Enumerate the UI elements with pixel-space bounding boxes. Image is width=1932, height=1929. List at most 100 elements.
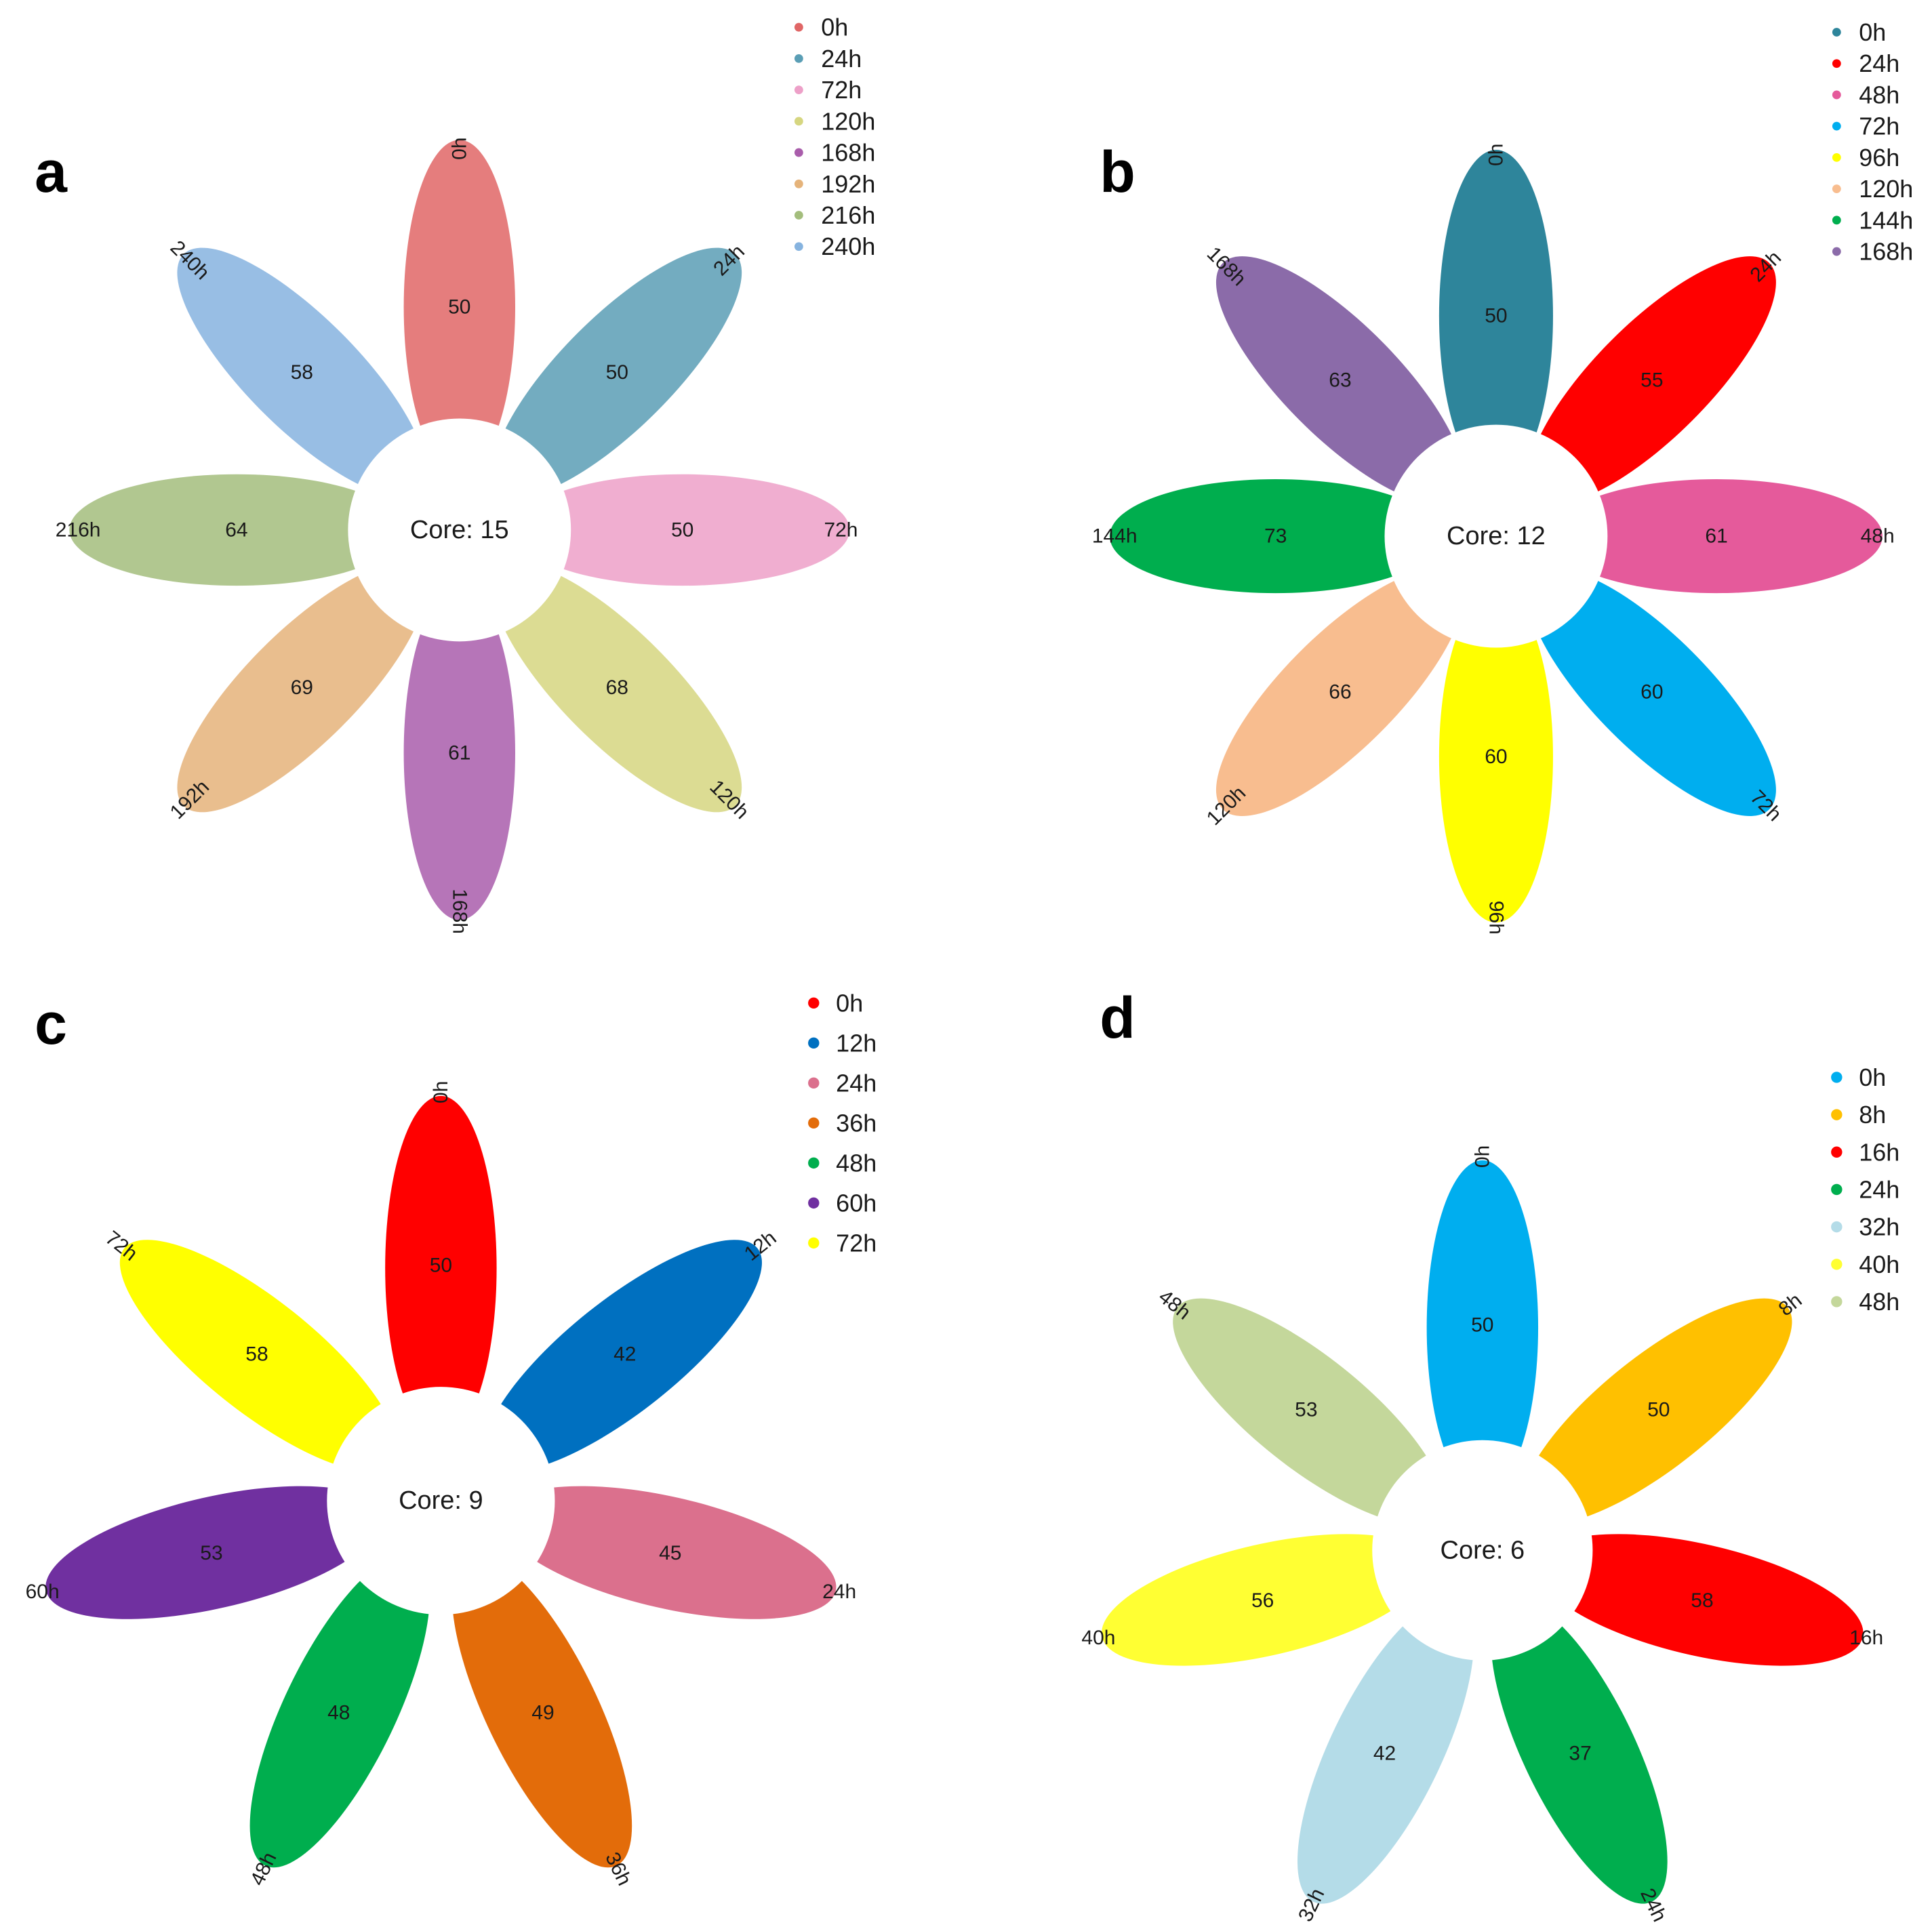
legend-marker xyxy=(808,1197,820,1209)
panel-letter: a xyxy=(35,140,68,205)
legend-marker xyxy=(808,1077,820,1089)
core-circle xyxy=(1372,1440,1593,1661)
petal-value: 61 xyxy=(1705,525,1727,548)
petal-96h xyxy=(1438,590,1553,923)
legend-marker xyxy=(794,242,803,251)
legend-marker xyxy=(1832,184,1841,193)
core-circle xyxy=(327,1387,555,1615)
petal-0h xyxy=(385,1095,497,1440)
petal-value: 42 xyxy=(613,1343,636,1365)
legend-label: 72h xyxy=(1859,113,1899,140)
legend-label: 36h xyxy=(836,1109,877,1137)
legend-label: 48h xyxy=(1859,81,1899,108)
petal-label-0h: 0h xyxy=(448,138,470,160)
petal-value: 58 xyxy=(245,1343,268,1365)
petal-value: 56 xyxy=(1251,1589,1274,1612)
petal-value: 53 xyxy=(200,1542,222,1564)
petal-value: 73 xyxy=(1264,525,1287,548)
petal-24h xyxy=(492,247,742,498)
petal-72h xyxy=(119,1240,398,1471)
legend-marker xyxy=(1832,247,1841,256)
petal-0h xyxy=(403,140,515,474)
legend-marker xyxy=(794,211,803,220)
legend-label: 48h xyxy=(836,1149,877,1177)
core-label: Core: 9 xyxy=(399,1486,483,1515)
legend-marker xyxy=(1831,1183,1843,1196)
legend-marker xyxy=(1832,28,1841,37)
petal-value: 45 xyxy=(659,1542,681,1564)
petal-8h xyxy=(1521,1298,1792,1524)
legend-label: 0h xyxy=(821,14,848,41)
petal-32h xyxy=(1297,1598,1474,1904)
legend-label: 16h xyxy=(1859,1138,1899,1166)
petal-value: 48 xyxy=(327,1701,350,1724)
petal-value: 50 xyxy=(606,361,628,384)
petal-label-40h: 40h xyxy=(1081,1627,1115,1649)
legend-marker xyxy=(808,1037,820,1049)
petal-value: 60 xyxy=(1485,746,1507,768)
petal-value: 50 xyxy=(430,1255,452,1277)
petal-label-216h: 216h xyxy=(56,519,101,541)
legend-label: 24h xyxy=(836,1069,877,1097)
legend-marker xyxy=(808,997,820,1009)
petal-value: 42 xyxy=(1373,1742,1396,1764)
petal-value: 55 xyxy=(1641,369,1663,392)
petal-24h xyxy=(1491,1598,1668,1904)
legend-label: 8h xyxy=(1859,1101,1886,1129)
legend: 0h 12h 24h 36h 48h 60h 72h xyxy=(808,989,877,1257)
petal-48h xyxy=(1173,1298,1444,1524)
legend-marker xyxy=(1832,121,1841,131)
legend-label: 48h xyxy=(1859,1288,1899,1316)
petal-144h xyxy=(1109,479,1442,594)
petal-192h xyxy=(177,563,427,813)
petal-40h xyxy=(1102,1534,1429,1666)
legend-label: 12h xyxy=(836,1029,877,1057)
petal-label-0h: 0h xyxy=(1485,144,1507,166)
legend-marker xyxy=(1831,1296,1843,1307)
petal-24h xyxy=(1527,256,1776,505)
legend-label: 0h xyxy=(836,989,863,1017)
legend-marker xyxy=(794,148,803,157)
petal-value: 50 xyxy=(1485,304,1507,327)
legend-marker xyxy=(1832,59,1841,68)
legend-marker xyxy=(808,1117,820,1129)
core-circle xyxy=(1384,424,1608,648)
legend-label: 32h xyxy=(1859,1213,1899,1241)
petal-72h xyxy=(1527,567,1776,817)
legend-marker xyxy=(1831,1072,1843,1083)
legend-label: 120h xyxy=(1859,175,1913,203)
legend-label: 192h xyxy=(821,170,875,198)
legend-marker xyxy=(1831,1259,1843,1270)
legend-label: 144h xyxy=(1859,206,1913,234)
petal-label-60h: 60h xyxy=(26,1581,60,1603)
petal-value: 64 xyxy=(225,519,247,541)
petal-value: 66 xyxy=(1329,681,1351,704)
petal-value: 58 xyxy=(1691,1589,1713,1612)
legend-label: 72h xyxy=(821,76,862,104)
petal-label-48h: 48h xyxy=(1861,525,1895,548)
petal-0h xyxy=(1426,1160,1539,1495)
core-circle xyxy=(348,418,571,642)
legend-marker xyxy=(794,179,803,188)
petal-value: 58 xyxy=(291,361,313,384)
legend-marker xyxy=(794,54,803,63)
legend-marker xyxy=(794,117,803,126)
legend-label: 24h xyxy=(1859,49,1899,77)
legend-label: 60h xyxy=(836,1189,877,1217)
legend-marker xyxy=(1831,1146,1843,1158)
panel-letter: d xyxy=(1100,986,1135,1051)
panel-letter: b xyxy=(1100,140,1135,205)
petal-label-144h: 144h xyxy=(1092,525,1138,548)
petal-value: 50 xyxy=(1647,1398,1670,1421)
petal-value: 37 xyxy=(1569,1742,1591,1764)
legend-label: 72h xyxy=(836,1229,877,1257)
legend-marker xyxy=(1831,1109,1843,1120)
petal-168h xyxy=(403,586,515,920)
petal-48h xyxy=(249,1554,430,1868)
